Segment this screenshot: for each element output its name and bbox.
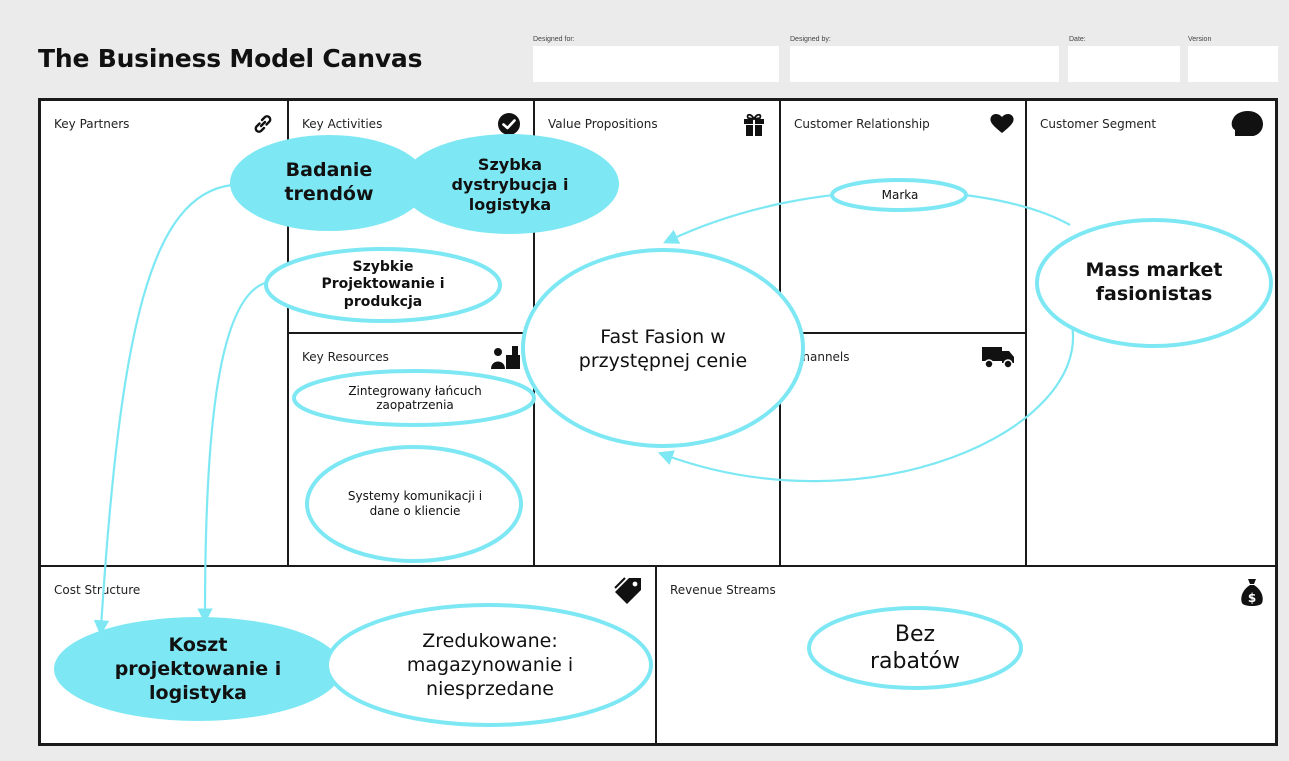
truck-icon: [982, 347, 1014, 369]
note-mass-market: Mass market fasionistas: [1085, 259, 1223, 305]
money-bag-icon: $: [1241, 579, 1263, 606]
designed-by-field[interactable]: [790, 46, 1059, 82]
note-bez-rabatow: Bez rabatów: [869, 621, 961, 675]
designed-for-label: Designed for:: [533, 36, 575, 43]
check-circle-icon: [498, 113, 520, 135]
cost-structure-label: Cost Structure: [54, 583, 141, 597]
page-title: The Business Model Canvas: [38, 44, 423, 73]
divider: [41, 565, 1275, 567]
designed-by-label: Designed by:: [790, 36, 831, 43]
note-szybkie: Szybkie Projektowanie i produkcja: [321, 258, 445, 310]
divider: [289, 332, 533, 334]
customer-segment-cell: Customer Segment: [1027, 101, 1275, 567]
link-icon: [254, 115, 272, 133]
channels-label: Channels: [794, 350, 850, 364]
divider: [779, 101, 781, 567]
version-label: Version: [1188, 36, 1212, 43]
divider: [781, 332, 1025, 334]
key-resources-label: Key Resources: [302, 350, 389, 364]
note-zintegrowany: Zintegrowany łańcuch zaopatrzenia: [348, 384, 482, 412]
gift-icon: [744, 113, 764, 136]
heart-icon: [990, 114, 1014, 133]
note-zredukowane: Zredukowane: magazynowanie i niesprzedan…: [406, 630, 574, 700]
note-badanie: Badanie trendów: [284, 159, 374, 205]
customer-relationship-label: Customer Relationship: [794, 117, 930, 131]
divider: [1025, 101, 1027, 567]
resources-icon: [491, 346, 520, 369]
key-activities-label: Key Activities: [302, 117, 383, 131]
value-propositions-label: Value Propositions: [548, 117, 658, 131]
date-label: Date:: [1069, 36, 1086, 43]
svg-text:$: $: [1248, 591, 1256, 605]
head-icon: [1231, 111, 1263, 136]
date-field[interactable]: [1068, 46, 1180, 82]
tag-icon: [614, 577, 641, 604]
version-field[interactable]: [1188, 46, 1278, 82]
designed-for-field[interactable]: [533, 46, 779, 82]
customer-relationship-cell: Customer Relationship: [781, 101, 1027, 334]
note-koszt: Koszt projektowanie i logistyka: [114, 634, 282, 704]
key-partners-label: Key Partners: [54, 117, 130, 131]
note-marka: Marka: [881, 187, 919, 202]
note-fast-fashion: Fast Fasion w przystępnej cenie: [578, 326, 748, 372]
revenue-streams-label: Revenue Streams: [670, 583, 776, 597]
note-systemy: Systemy komunikacji i dane o kliencie: [347, 489, 483, 518]
customer-segment-label: Customer Segment: [1040, 117, 1157, 131]
divider: [655, 567, 657, 743]
note-szybka: Szybka dystrybucja i logistyka: [451, 155, 569, 214]
divider: [287, 101, 289, 567]
